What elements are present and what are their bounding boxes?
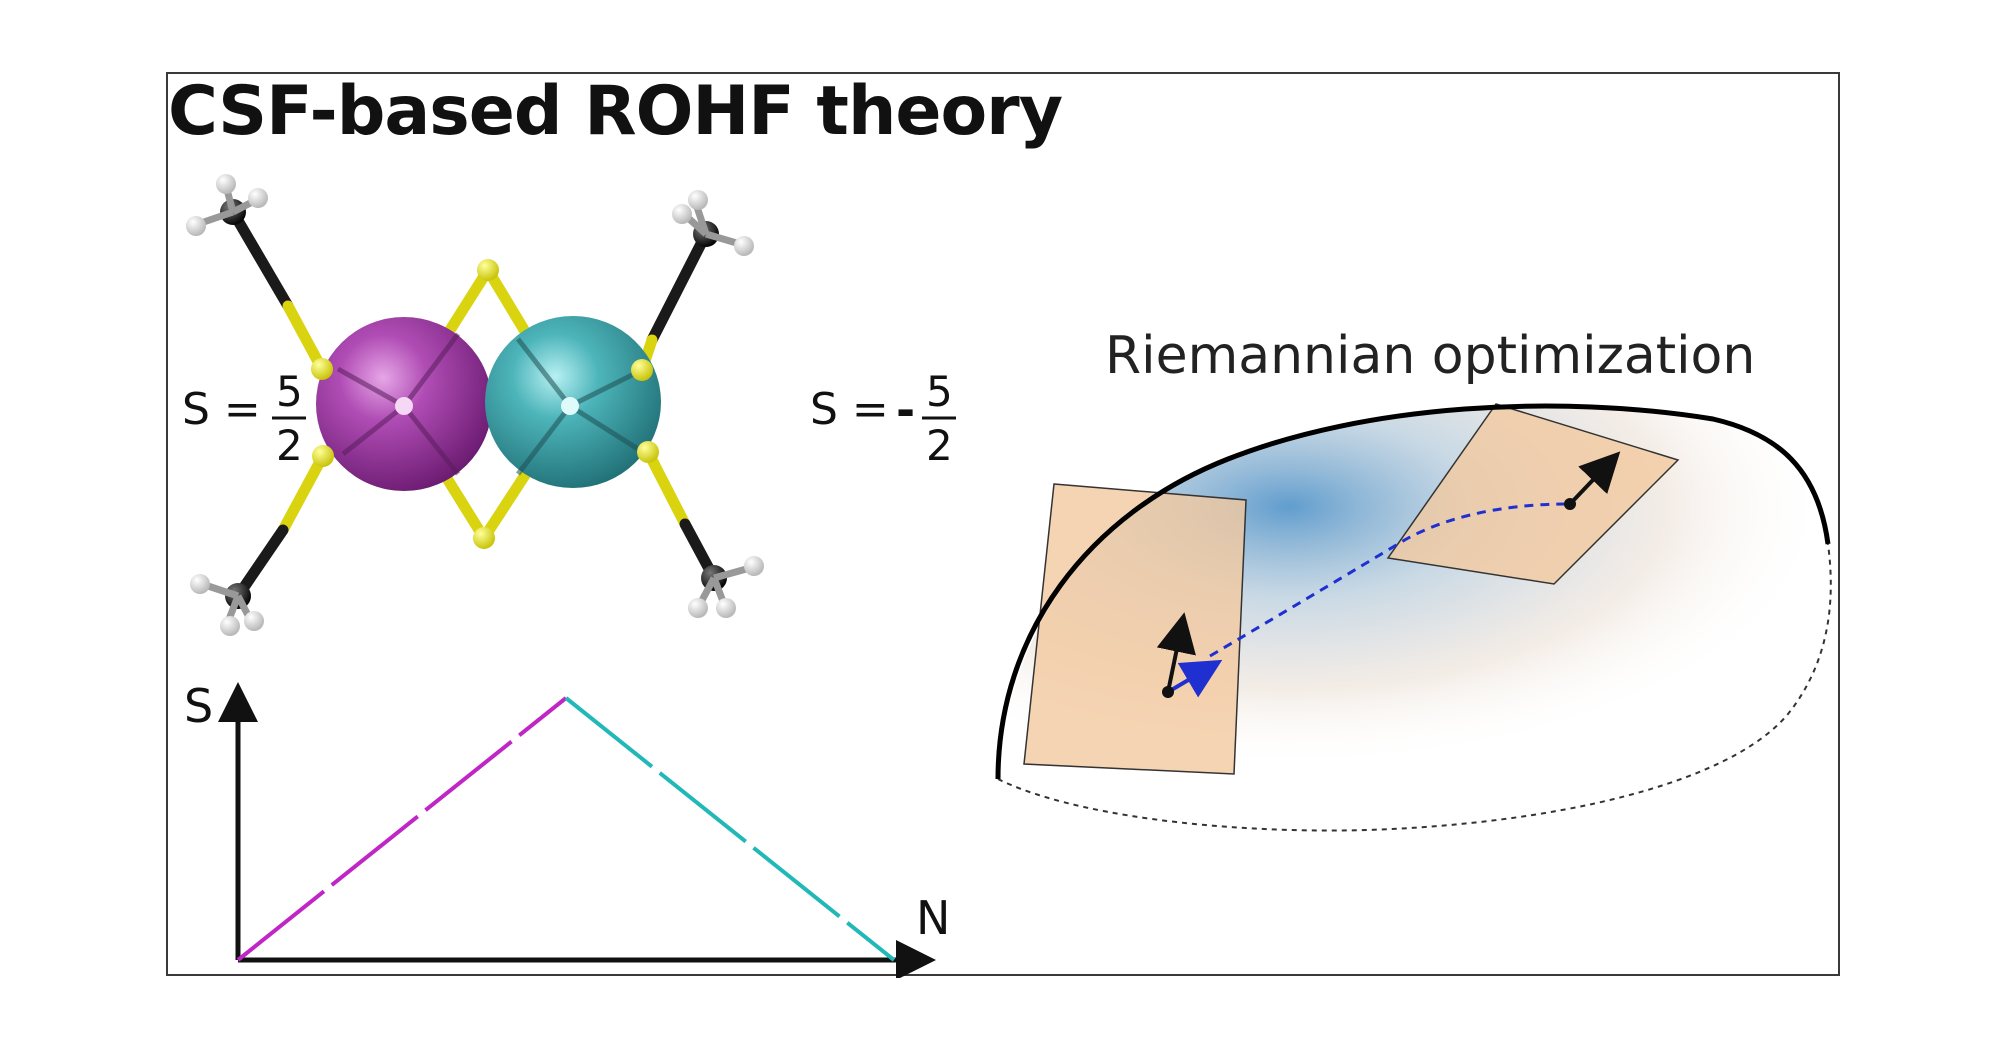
y-axis-label: S	[184, 679, 213, 733]
sulfur-atom	[311, 358, 333, 380]
start-point	[1162, 686, 1174, 698]
hydrogen-atom	[220, 616, 240, 636]
riemannian-optimization-label: Riemannian optimization	[1105, 326, 1756, 386]
sulfur-atom	[312, 445, 334, 467]
inner-bonds-right	[516, 337, 640, 476]
hydrogen-atom	[190, 574, 210, 594]
fe-atom-right	[561, 397, 579, 415]
molecule-diagram: S = 5 2 S = - 5 2	[182, 174, 956, 636]
hydrogen-atom	[716, 598, 736, 618]
sulfur-atom	[631, 359, 653, 381]
spin-equation-right-numerator: 5	[926, 367, 953, 416]
series-line-1	[236, 696, 568, 962]
spin-vs-n-chart: S N	[184, 679, 950, 978]
spin-equation-left-denominator: 2	[276, 421, 303, 470]
hydrogen-atom	[744, 556, 764, 576]
sulfur-atom	[637, 441, 659, 463]
hydrogen-atom	[186, 216, 206, 236]
spin-equation-right: S = - 5 2	[810, 367, 956, 470]
manifold-back-edge	[997, 543, 1832, 832]
figure-frame: CSF-based ROHF theory Riemannian optimiz…	[166, 72, 1840, 978]
spin-equation-left-numerator: 5	[276, 367, 303, 416]
tangent-plane-left	[1023, 483, 1247, 775]
bond-s-c	[282, 300, 328, 375]
figure-canvas: S = 5 2 S = - 5 2 S N	[182, 174, 1832, 978]
spin-equation-right-prefix: S =	[810, 384, 889, 435]
bond-c-s	[227, 206, 294, 312]
hydrogen-atoms	[186, 174, 764, 636]
bond-c-s	[646, 228, 712, 346]
bond-s-c	[642, 446, 691, 530]
optimization-path	[1209, 502, 1569, 658]
inner-bonds-left	[336, 332, 460, 476]
hydrogen-atom	[688, 598, 708, 618]
normal-vector-left	[1156, 612, 1196, 693]
spin-equation-left: S = 5 2	[182, 367, 306, 470]
end-point	[1564, 498, 1576, 510]
x-axis-label: N	[916, 891, 950, 945]
hydrogen-atom	[734, 236, 754, 256]
series-line-2	[564, 696, 896, 962]
figure-title: CSF-based ROHF theory	[168, 72, 1063, 151]
gradient-vector	[1166, 659, 1223, 698]
hydrogen-atom	[248, 188, 268, 208]
spin-equation-left-prefix: S =	[182, 384, 261, 435]
manifold-front-edge	[995, 403, 1831, 780]
hydrogen-atom	[244, 611, 264, 631]
sulfur-atom	[473, 527, 495, 549]
hydrogen-atom	[216, 174, 236, 194]
manifold-diagram	[995, 403, 1832, 832]
hydrogen-atom	[672, 204, 692, 224]
series-layer	[236, 696, 896, 962]
spin-equation-right-denominator: 2	[926, 421, 953, 470]
fe-atom-left	[395, 397, 413, 415]
sulfur-atom	[477, 259, 499, 281]
bond-s-c	[277, 450, 329, 536]
bond-c-s	[232, 524, 289, 602]
spin-equation-right-sign: -	[896, 383, 915, 437]
hydrogen-atom	[688, 190, 708, 210]
tangent-plane-right	[1386, 403, 1680, 585]
normal-vector-right	[1568, 451, 1621, 506]
